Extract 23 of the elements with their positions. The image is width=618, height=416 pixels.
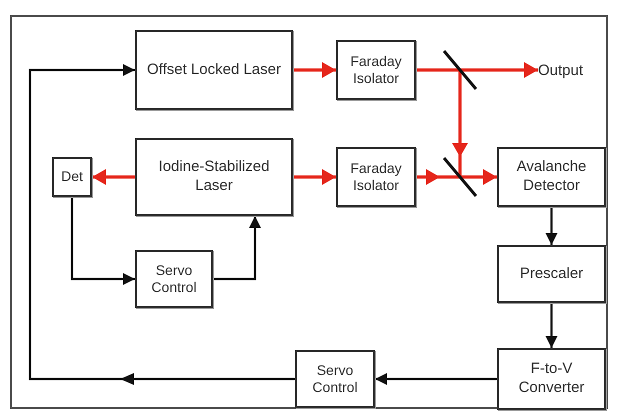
- block-box: [52, 157, 92, 197]
- block-box: [497, 245, 606, 303]
- block-box: [135, 30, 293, 110]
- block-label: Avalanche Detector: [516, 158, 588, 196]
- block-label: Servo Control: [311, 362, 359, 396]
- mirror: [440, 49, 480, 91]
- block-label: Prescaler: [520, 264, 584, 284]
- block-label: Servo Control: [150, 262, 198, 296]
- block-label: Det: [61, 168, 83, 186]
- output-label: Output: [538, 62, 584, 78]
- block-box: [336, 147, 416, 207]
- block-box: [497, 348, 606, 410]
- block-label: Offset Locked Laser: [147, 60, 281, 80]
- block-label: Iodine-Stabilized Laser: [158, 158, 270, 196]
- block-box: [135, 250, 213, 308]
- block-label: Faraday Isolator: [349, 52, 403, 88]
- block-box: [336, 40, 416, 100]
- block-box: [295, 350, 375, 408]
- block-label: F-to-V Converter: [518, 360, 586, 398]
- block-box: [497, 147, 606, 207]
- block-box: [135, 138, 293, 216]
- mirror: [440, 156, 480, 198]
- block-label: Faraday Isolator: [349, 160, 403, 194]
